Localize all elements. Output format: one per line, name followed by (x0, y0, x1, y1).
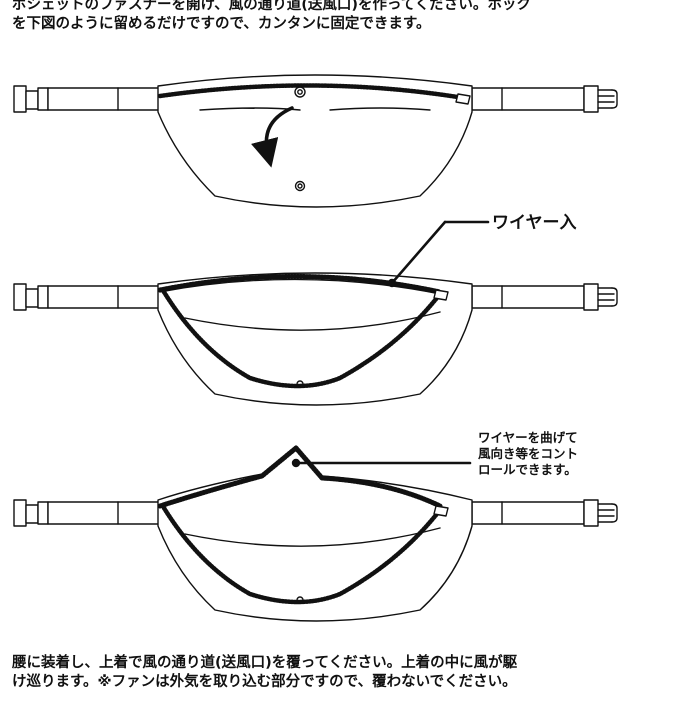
zipper-pull (433, 505, 449, 517)
fold-arrow (251, 106, 294, 168)
footer-line-1: 腰に装着し、上着で風の通り道(送風口)を覆ってください。上着の中に風が駆 (12, 655, 518, 671)
snap-female (294, 180, 306, 192)
snap-female (296, 596, 304, 604)
pouch-body (157, 74, 473, 208)
control-leader-dot (291, 458, 301, 468)
belt-right (471, 499, 618, 527)
wire-leader-line (390, 220, 447, 285)
snap-female-inner (297, 183, 303, 189)
intro-text: ポシェットのファスナーを開け、風の通り道(送風口)を作ってください。ホック を下… (12, 0, 531, 34)
footer-line-2: け巡ります。※ファンは外気を取り込む部分ですので、覆わないでください。 (12, 674, 517, 690)
belt-left (13, 283, 163, 311)
belt-left (13, 499, 163, 527)
inner-lining (184, 527, 441, 547)
snap-male-inner (297, 89, 303, 95)
belt-right (471, 85, 618, 113)
belt-right (471, 283, 618, 311)
wire-leader-dot (387, 278, 397, 288)
figure-3 (13, 445, 618, 622)
inner-lining (184, 311, 441, 331)
zipper-pull (433, 289, 449, 301)
snap-male (294, 86, 306, 98)
zipper-track (157, 83, 467, 101)
belt-left (13, 85, 163, 113)
snap-female (296, 380, 304, 388)
pocket-line-right (329, 107, 431, 111)
wire-callout: ワイヤー入 (492, 213, 577, 233)
control-callout-line-1: ワイヤーを曲げて (478, 430, 578, 445)
intro-line-1: ポシェットのファスナーを開け、風の通り道(送風口)を作ってください。ホック (12, 0, 531, 13)
control-callout: ワイヤーを曲げて 風向き等をコント ロールできます。 (478, 430, 578, 478)
figure-2 (13, 220, 618, 406)
control-callout-line-2: 風向き等をコント (478, 446, 579, 461)
figure-1 (13, 74, 618, 208)
control-callout-line-3: ロールできます。 (478, 462, 577, 477)
footer-text: 腰に装着し、上着で風の通り道(送風口)を覆ってください。上着の中に風が駆 け巡り… (12, 654, 517, 692)
wire-edge (157, 273, 443, 295)
zipper-pull (455, 93, 471, 105)
intro-line-2: を下図のように留めるだけですので、カンタンに固定できます。 (12, 16, 431, 32)
